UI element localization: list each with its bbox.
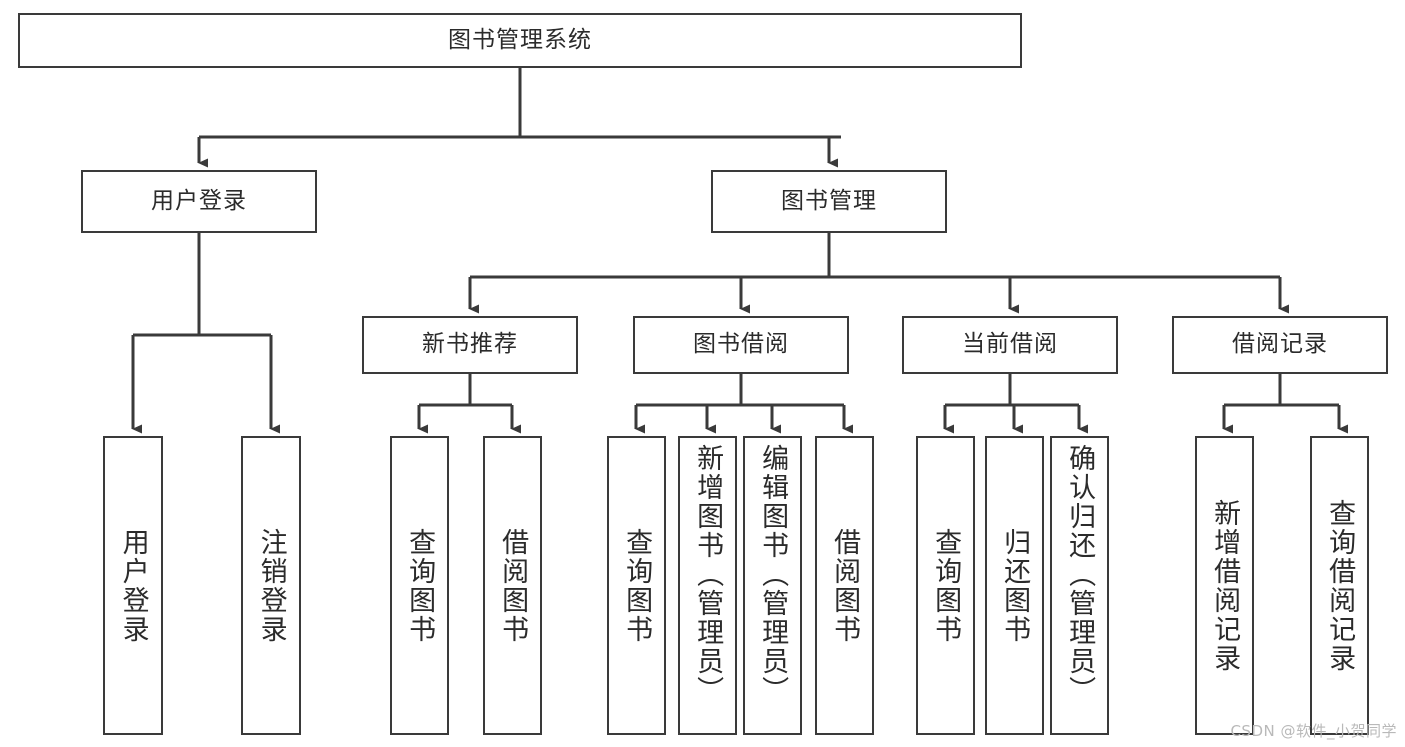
node-leaf-borrow-book-borrowing[interactable]: 借阅图书	[815, 436, 874, 735]
node-leaf-add-book-admin[interactable]: 新增图书（管理员）	[678, 436, 737, 735]
node-leaf-edit-book-admin[interactable]: 编辑图书（管理员）	[743, 436, 802, 735]
node-leaf-query-book-current[interactable]: 查询图书	[916, 436, 975, 735]
node-root-book-management-system[interactable]: 图书管理系统	[18, 13, 1022, 68]
node-leaf-return-book[interactable]: 归还图书	[985, 436, 1044, 735]
node-leaf-query-borrowing-record[interactable]: 查询借阅记录	[1310, 436, 1369, 735]
node-leaf-borrow-book-borrowing-label: 借阅图书	[829, 527, 861, 644]
node-book-borrowing-label: 图书借阅	[693, 331, 789, 358]
node-leaf-query-book-current-label: 查询图书	[930, 527, 962, 644]
node-leaf-logout[interactable]: 注销登录	[241, 436, 301, 735]
node-leaf-logout-label: 注销登录	[255, 527, 287, 644]
node-leaf-query-book-newbook[interactable]: 查询图书	[390, 436, 449, 735]
node-leaf-query-borrowing-record-label: 查询借阅记录	[1324, 498, 1356, 673]
node-leaf-confirm-return-admin[interactable]: 确认归还（管理员）	[1050, 436, 1109, 735]
node-leaf-query-book-newbook-label: 查询图书	[404, 527, 436, 644]
node-leaf-add-book-admin-label: 新增图书（管理员）	[692, 444, 724, 705]
node-leaf-return-book-label: 归还图书	[999, 527, 1031, 644]
node-user-login-label: 用户登录	[151, 187, 247, 214]
node-new-book-recommendation-label: 新书推荐	[422, 331, 518, 358]
node-leaf-add-borrowing-record[interactable]: 新增借阅记录	[1195, 436, 1254, 735]
node-leaf-query-book-borrowing[interactable]: 查询图书	[607, 436, 666, 735]
node-leaf-query-book-borrowing-label: 查询图书	[621, 527, 653, 644]
node-leaf-borrow-book-newbook[interactable]: 借阅图书	[483, 436, 542, 735]
node-leaf-user-login[interactable]: 用户登录	[103, 436, 163, 735]
node-root-label: 图书管理系统	[448, 26, 592, 53]
node-current-borrowing[interactable]: 当前借阅	[902, 316, 1118, 374]
node-book-management[interactable]: 图书管理	[711, 170, 947, 233]
node-book-management-label: 图书管理	[781, 187, 877, 214]
node-borrowing-record-label: 借阅记录	[1232, 331, 1328, 358]
node-new-book-recommendation[interactable]: 新书推荐	[362, 316, 578, 374]
node-leaf-user-login-label: 用户登录	[117, 527, 149, 644]
node-book-borrowing[interactable]: 图书借阅	[633, 316, 849, 374]
node-leaf-edit-book-admin-label: 编辑图书（管理员）	[757, 444, 789, 705]
node-borrowing-record[interactable]: 借阅记录	[1172, 316, 1388, 374]
node-leaf-confirm-return-admin-label: 确认归还（管理员）	[1064, 444, 1096, 705]
node-leaf-borrow-book-newbook-label: 借阅图书	[497, 527, 529, 644]
node-leaf-add-borrowing-record-label: 新增借阅记录	[1209, 498, 1241, 673]
node-user-login[interactable]: 用户登录	[81, 170, 317, 233]
node-current-borrowing-label: 当前借阅	[962, 331, 1058, 358]
